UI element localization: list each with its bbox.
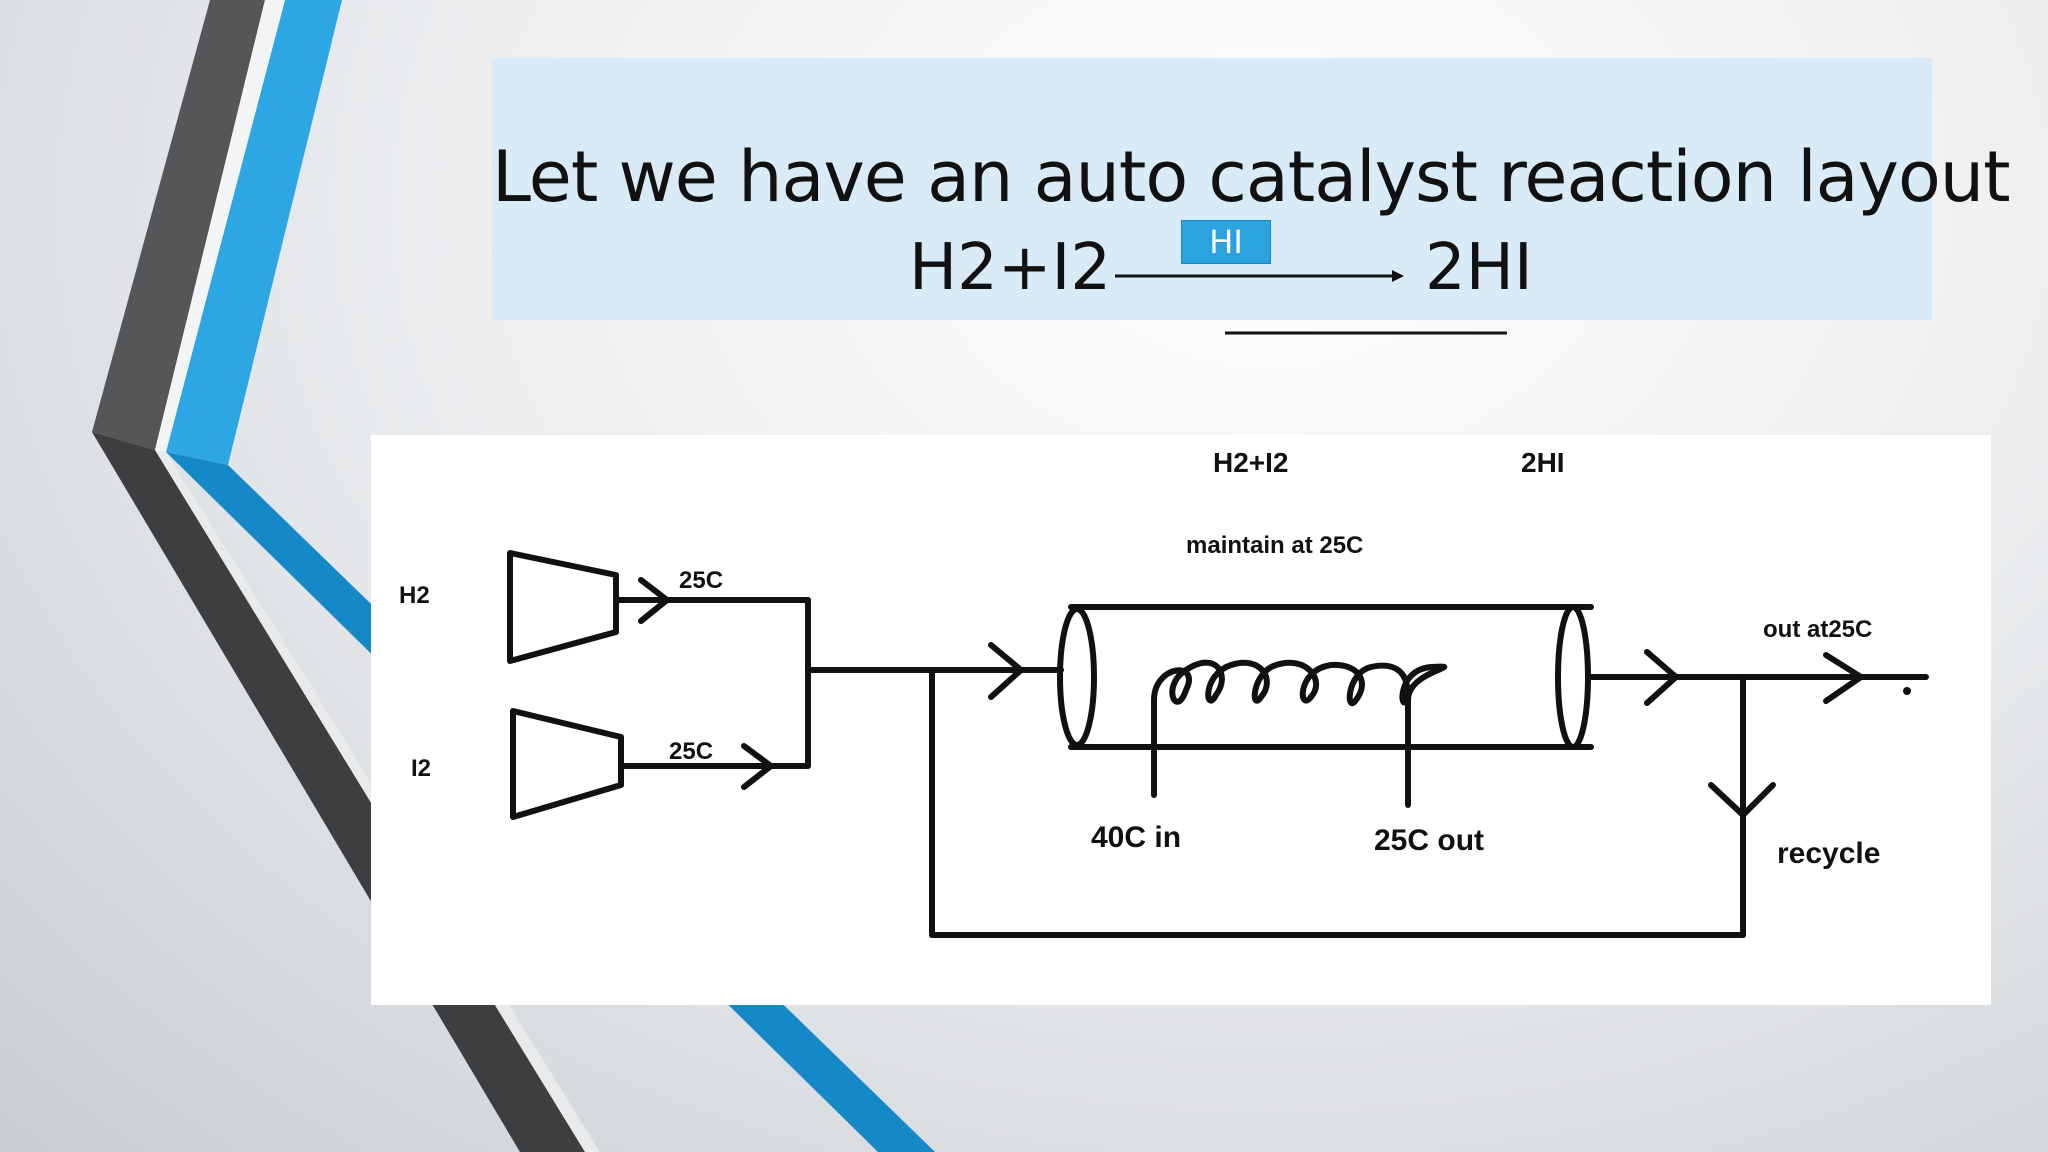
outlet-flow-arrow (1823, 652, 1864, 704)
reactor-outlet-end (1555, 604, 1591, 750)
h2-flow-arrow (638, 577, 670, 624)
coil-outlet-label: 25C out (1374, 824, 1484, 857)
recycle-flow-arrow (1708, 782, 1776, 818)
equation-reactants: H2+I2 (909, 231, 1112, 305)
cooling-coil (1151, 659, 1448, 808)
outlet-dot (1903, 687, 1911, 695)
process-flow-drawing: H2 I2 25C 25C H2+I2 2HI maintain at 25C … (399, 447, 1929, 938)
coil-inlet-label: 40C in (1091, 821, 1181, 854)
recycle-label: recycle (1777, 837, 1880, 870)
reactants-label: H2+I2 (1213, 447, 1289, 478)
feed-label-i2: I2 (411, 755, 431, 782)
reaction-arrow (1225, 331, 1507, 335)
slide-title: Let we have an auto catalyst reaction la… (492, 136, 2011, 218)
blue-chevron-top (166, 0, 342, 465)
equation-product: 2HI (1425, 231, 1533, 305)
reactor-inlet-end (1057, 606, 1097, 748)
outlet-label: out at25C (1763, 616, 1872, 643)
dark-chevron-top (92, 0, 265, 450)
i2-feed-pump (510, 708, 624, 820)
process-diagram: H2 I2 25C 25C H2+I2 2HI maintain at 25C … (371, 435, 1991, 1005)
catalyst-label: HI (1181, 220, 1271, 264)
product-label: 2HI (1521, 447, 1565, 478)
mixed-feed-arrow (988, 642, 1024, 700)
title-box: Let we have an auto catalyst reaction la… (492, 58, 2011, 335)
temp-label-h2: 25C (679, 567, 723, 594)
reactor-temperature-label: maintain at 25C (1186, 532, 1363, 559)
feed-label-h2: H2 (399, 582, 430, 609)
product-flow-arrow (1644, 649, 1679, 706)
h2-feed-pump (507, 550, 619, 664)
temp-label-i2: 25C (669, 738, 713, 765)
reaction-arrow-line (1115, 270, 1404, 282)
light-gap-line (155, 0, 285, 452)
i2-flow-arrow (741, 743, 774, 790)
